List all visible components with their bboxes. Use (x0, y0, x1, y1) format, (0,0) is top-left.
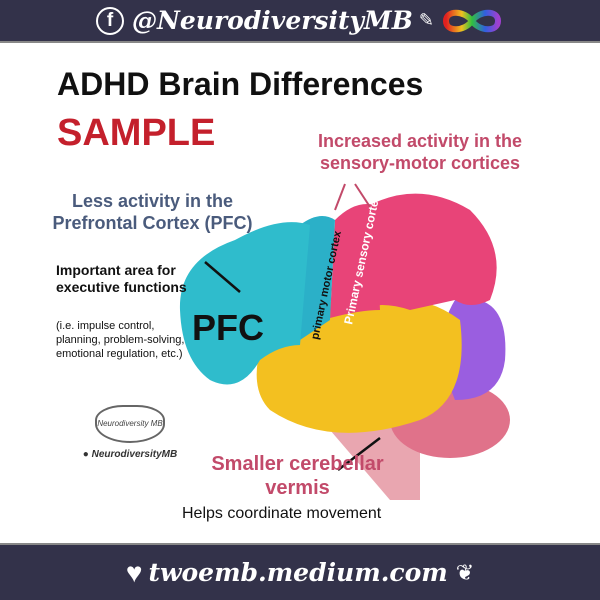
heart-icon: ♥ (125, 556, 143, 588)
butterfly-icon: ❦ (455, 559, 475, 585)
brand-logo: Neurodiversity MB ● NeurodiversityMB (70, 405, 190, 460)
butterfly-logo: Neurodiversity MB (95, 405, 165, 443)
sample-watermark: SAMPLE (57, 112, 216, 154)
cerebellum-stem (330, 420, 420, 500)
sensory-motor-label: Increased activity in the sensory-motor … (317, 131, 523, 173)
footer-bar: ♥ twoemb.medium.com ❦ (0, 543, 600, 600)
page-title: ADHD Brain Differences (57, 66, 424, 102)
cerebellum-description: Helps coordinate movement (182, 505, 382, 522)
sensory-strip (330, 204, 380, 318)
parietal-lobe (360, 193, 497, 310)
pfc-importance: Important area for executive functions (56, 262, 187, 295)
pfc-label: Less activity in the Prefrontal Cortex (… (52, 191, 253, 233)
logo-handle: ● NeurodiversityMB (82, 449, 178, 460)
pen-icon: ✎ (418, 10, 434, 30)
cerebellum-label: Smaller cerebellar vermis (211, 453, 384, 499)
pfc-examples: (i.e. impulse control, planning, problem… (56, 320, 185, 360)
logo-handle-text: NeurodiversityMB (91, 449, 178, 460)
frontal-lobe (179, 222, 310, 385)
footer-url[interactable]: twoemb.medium.com (148, 558, 448, 587)
infinity-icon (442, 9, 501, 32)
social-handle: @NeurodiversityMB (132, 6, 413, 35)
motor-strip (300, 216, 335, 340)
facebook-icon: f (96, 6, 125, 35)
header-bar: f @NeurodiversityMB ✎ (0, 0, 600, 43)
pfc-text: PFC (192, 307, 264, 348)
